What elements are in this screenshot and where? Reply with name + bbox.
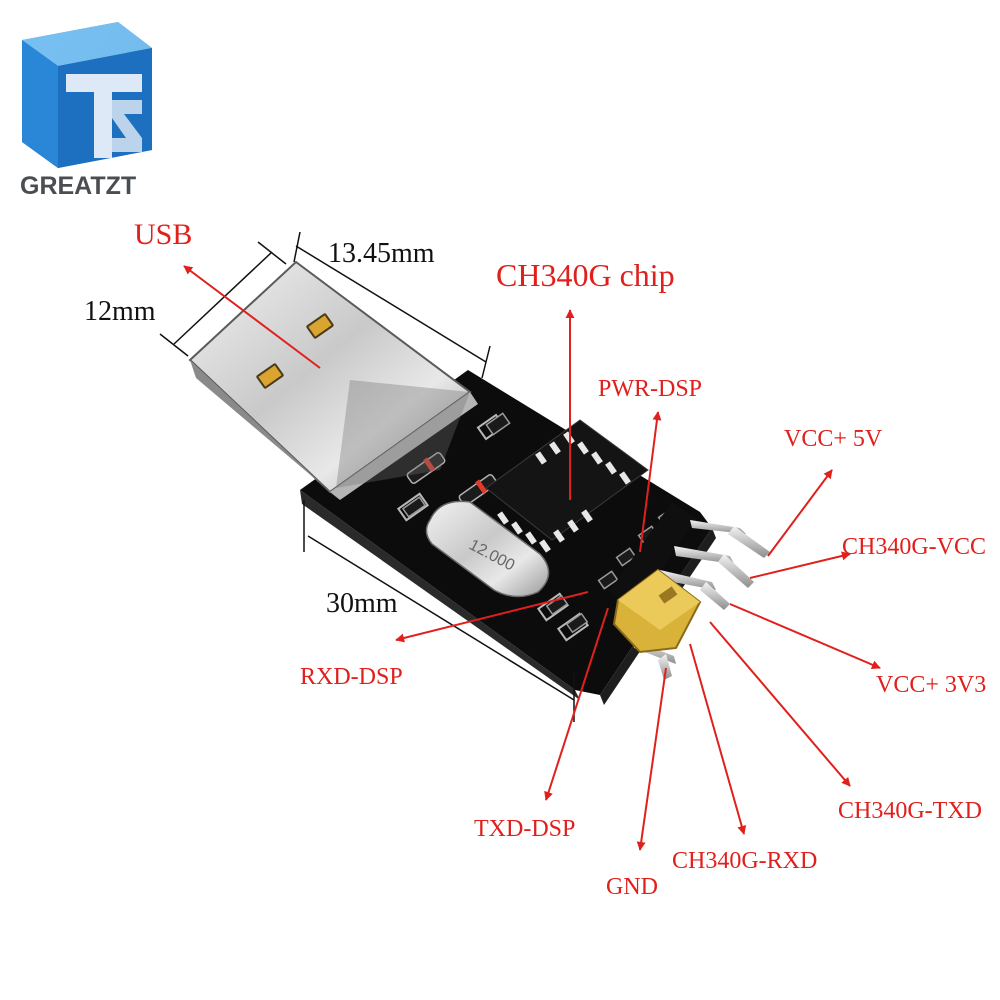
diode-1 [406, 452, 446, 484]
label-ch340g-vcc: CH340G-VCC [842, 534, 986, 560]
arrow-gnd [636, 667, 667, 851]
arrow-txd-dsp [544, 607, 609, 801]
cube-logo-icon [22, 22, 152, 168]
arrow-ch340g-vcc [749, 551, 851, 579]
dim-12mm [159, 241, 287, 357]
arrow-vcc-3v3 [729, 603, 881, 669]
label-pwr-dsp: PWR-DSP [598, 376, 702, 402]
arrow-pwr-dsp [639, 411, 662, 553]
ch340g-chip [485, 419, 649, 553]
arrow-rxd-dsp [395, 591, 589, 643]
arrow-ch340g-txd [709, 621, 851, 787]
label-vcc-5v: VCC+ 5V [784, 426, 883, 452]
dim-label-12mm: 12mm [84, 296, 156, 327]
callout-arrows [183, 265, 881, 851]
label-vcc-3v3: VCC+ 3V3 [876, 672, 986, 698]
dim-label-13-45mm: 13.45mm [328, 238, 435, 269]
jumper-cap [612, 568, 702, 654]
chip-pins [497, 431, 631, 553]
label-gnd: GND [606, 874, 658, 900]
label-ch340g-rxd: CH340G-RXD [672, 848, 817, 874]
label-rxd-dsp: RXD-DSP [300, 664, 403, 690]
brand-name: GREATZT [20, 172, 136, 200]
pin-3 [660, 570, 730, 610]
usb-a-connector [188, 260, 478, 500]
dim-label-30mm: 30mm [326, 588, 398, 619]
pin-1 [690, 520, 770, 558]
label-txd-dsp: TXD-DSP [474, 816, 575, 842]
crystal-oscillator: 12.000 [425, 500, 550, 598]
label-ch340g-txd: CH340G-TXD [838, 798, 982, 824]
label-usb: USB [134, 218, 192, 251]
brand-logo: GREATZT [20, 22, 152, 200]
arrow-vcc-5v [767, 469, 833, 557]
dim-13-45mm [293, 231, 491, 379]
arrow-ch340g-rxd [689, 643, 747, 835]
arrow-usb [183, 265, 321, 369]
label-chip: CH340G chip [496, 257, 675, 293]
pin-2 [674, 546, 754, 588]
